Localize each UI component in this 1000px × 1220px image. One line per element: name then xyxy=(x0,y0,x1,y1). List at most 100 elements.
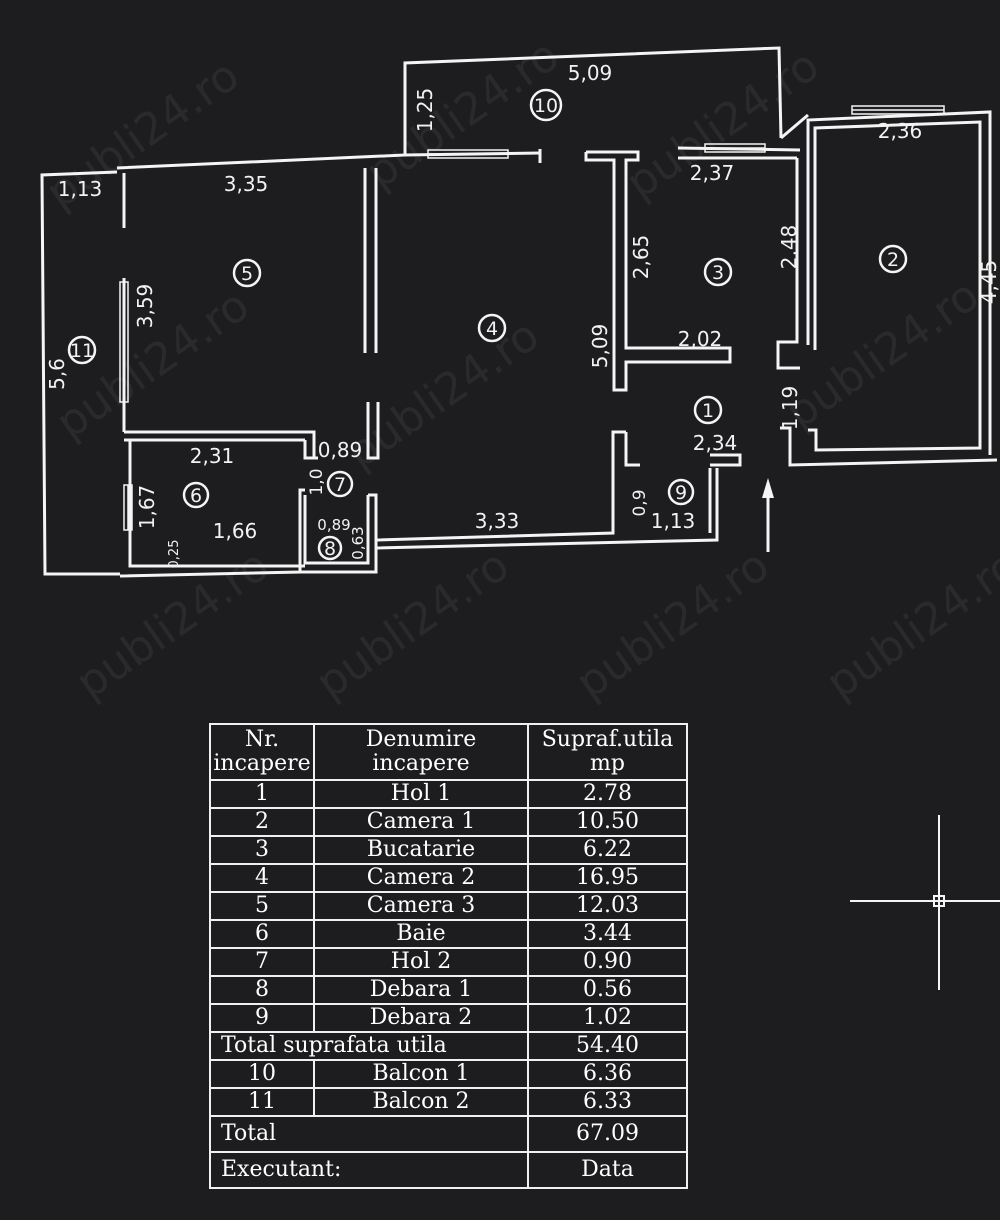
room-marker: 3 xyxy=(703,257,733,287)
crosshair-cursor-icon xyxy=(850,815,1000,990)
svg-text:7: 7 xyxy=(334,474,346,496)
watermark: publi24.ro xyxy=(817,540,1000,709)
column-header-nr: Nr. incapere xyxy=(209,723,315,781)
room-marker: 8 xyxy=(317,535,343,561)
cell-area: 6.36 xyxy=(527,1059,688,1089)
svg-text:9: 9 xyxy=(675,482,687,504)
cell-nr: 3 xyxy=(209,835,315,865)
room-marker: 2 xyxy=(878,244,908,274)
cell-name: Bucatarie xyxy=(313,835,529,865)
dimension-label: 3,35 xyxy=(224,172,269,196)
cell-name: Camera 2 xyxy=(313,863,529,893)
executant-label: Executant: xyxy=(209,1151,529,1189)
cell-nr: 10 xyxy=(209,1059,315,1089)
room-marker: 9 xyxy=(667,478,695,506)
cell-area: 16.95 xyxy=(527,863,688,893)
dimension-label: 5,09 xyxy=(568,61,613,85)
table-row: 10 Balcon 1 6.36 xyxy=(209,1059,688,1089)
cell-name: Hol 1 xyxy=(313,779,529,809)
dimension-label: 0,25 xyxy=(167,540,182,569)
cell-nr: 5 xyxy=(209,891,315,921)
cell-name: Debara 2 xyxy=(313,1003,529,1033)
dimension-label: 1,13 xyxy=(651,509,696,533)
dimension-label: 3,33 xyxy=(475,509,520,533)
room-marker: 10 xyxy=(529,88,563,122)
column-header-area: Supraf.utila mp xyxy=(527,723,688,781)
executant-row: Executant: Data xyxy=(209,1151,688,1189)
cell-area: 0.56 xyxy=(527,975,688,1005)
cell-area: 0.90 xyxy=(527,947,688,977)
dimension-label: 5,6 xyxy=(45,358,69,390)
cell-nr: 11 xyxy=(209,1087,315,1117)
table-row: 8 Debara 1 0.56 xyxy=(209,975,688,1005)
cell-nr: 8 xyxy=(209,975,315,1005)
watermark: publi24.ro xyxy=(307,540,518,709)
dimension-label: 1,19 xyxy=(778,386,802,431)
total-row: Total 67.09 xyxy=(209,1115,688,1153)
cell-nr: 9 xyxy=(209,1003,315,1033)
dimension-label: 3,59 xyxy=(133,284,157,329)
table-row: 9 Debara 2 1.02 xyxy=(209,1003,688,1033)
dimension-label: 2,31 xyxy=(190,444,235,468)
dimension-label: 1,0 xyxy=(307,468,327,495)
room-markers: 1 2 3 4 5 6 7 8 9 10 11 xyxy=(67,88,908,561)
table-header-row: Nr. incapere Denumire incapere Supraf.ut… xyxy=(209,723,688,781)
cell-name: Baie xyxy=(313,919,529,949)
watermarks: publi24.ro publi24.ro publi24.ro publi24… xyxy=(37,30,1000,709)
dimension-label: 2,65 xyxy=(629,235,653,280)
dimension-label: 0,63 xyxy=(349,526,367,559)
table-row: 3 Bucatarie 6.22 xyxy=(209,835,688,865)
area-table: Nr. incapere Denumire incapere Supraf.ut… xyxy=(209,723,688,1189)
total-area: 67.09 xyxy=(527,1115,688,1153)
table-row: 7 Hol 2 0.90 xyxy=(209,947,688,977)
dimension-label: 1,13 xyxy=(58,177,103,201)
windows xyxy=(119,105,945,531)
dimension-label: 0,9 xyxy=(630,489,650,516)
svg-text:10: 10 xyxy=(534,95,558,117)
cell-name: Hol 2 xyxy=(313,947,529,977)
cell-area: 6.22 xyxy=(527,835,688,865)
dimension-label: 1,66 xyxy=(213,519,258,543)
cell-name: Balcon 1 xyxy=(313,1059,529,1089)
svg-text:6: 6 xyxy=(190,485,202,507)
dimension-label: 1,67 xyxy=(135,485,159,530)
dimension-label: 2,02 xyxy=(678,327,723,351)
dimension-label: 0,89 xyxy=(318,438,363,462)
svg-text:5: 5 xyxy=(241,263,253,285)
svg-text:1: 1 xyxy=(702,400,714,422)
total-useful-area: 54.40 xyxy=(527,1031,688,1061)
column-header-name: Denumire incapere xyxy=(313,723,529,781)
cell-area: 1.02 xyxy=(527,1003,688,1033)
svg-text:8: 8 xyxy=(324,538,336,560)
total-useful-row: Total suprafata utila 54.40 xyxy=(209,1031,688,1061)
cell-area: 2.78 xyxy=(527,779,688,809)
dimension-label: 2,48 xyxy=(777,225,801,270)
total-label: Total xyxy=(209,1115,529,1153)
dimension-labels: 5,09 1,25 2,36 1,13 3,35 2,37 2,65 2,48 … xyxy=(45,61,1000,568)
cell-area: 3.44 xyxy=(527,919,688,949)
svg-text:2: 2 xyxy=(887,249,899,271)
cell-name: Camera 3 xyxy=(313,891,529,921)
dimension-label: 2,34 xyxy=(693,431,738,455)
cell-name: Camera 1 xyxy=(313,807,529,837)
table-row: 2 Camera 1 10.50 xyxy=(209,807,688,837)
room-marker: 11 xyxy=(67,335,97,365)
cell-nr: 2 xyxy=(209,807,315,837)
room-marker: 6 xyxy=(182,481,210,509)
cell-area: 10.50 xyxy=(527,807,688,837)
room-marker: 7 xyxy=(326,470,354,498)
svg-text:11: 11 xyxy=(70,340,94,362)
date-label: Data xyxy=(527,1151,688,1189)
svg-text:3: 3 xyxy=(712,262,724,284)
dimension-label: 5,09 xyxy=(588,324,612,369)
table-row: 1 Hol 1 2.78 xyxy=(209,779,688,809)
cell-area: 12.03 xyxy=(527,891,688,921)
table-row: 11 Balcon 2 6.33 xyxy=(209,1087,688,1117)
table-row: 6 Baie 3.44 xyxy=(209,919,688,949)
cell-nr: 7 xyxy=(209,947,315,977)
cell-nr: 6 xyxy=(209,919,315,949)
dimension-label: 2,36 xyxy=(878,119,923,143)
cell-name: Debara 1 xyxy=(313,975,529,1005)
cell-nr: 4 xyxy=(209,863,315,893)
dimension-label: 2,37 xyxy=(690,161,735,185)
